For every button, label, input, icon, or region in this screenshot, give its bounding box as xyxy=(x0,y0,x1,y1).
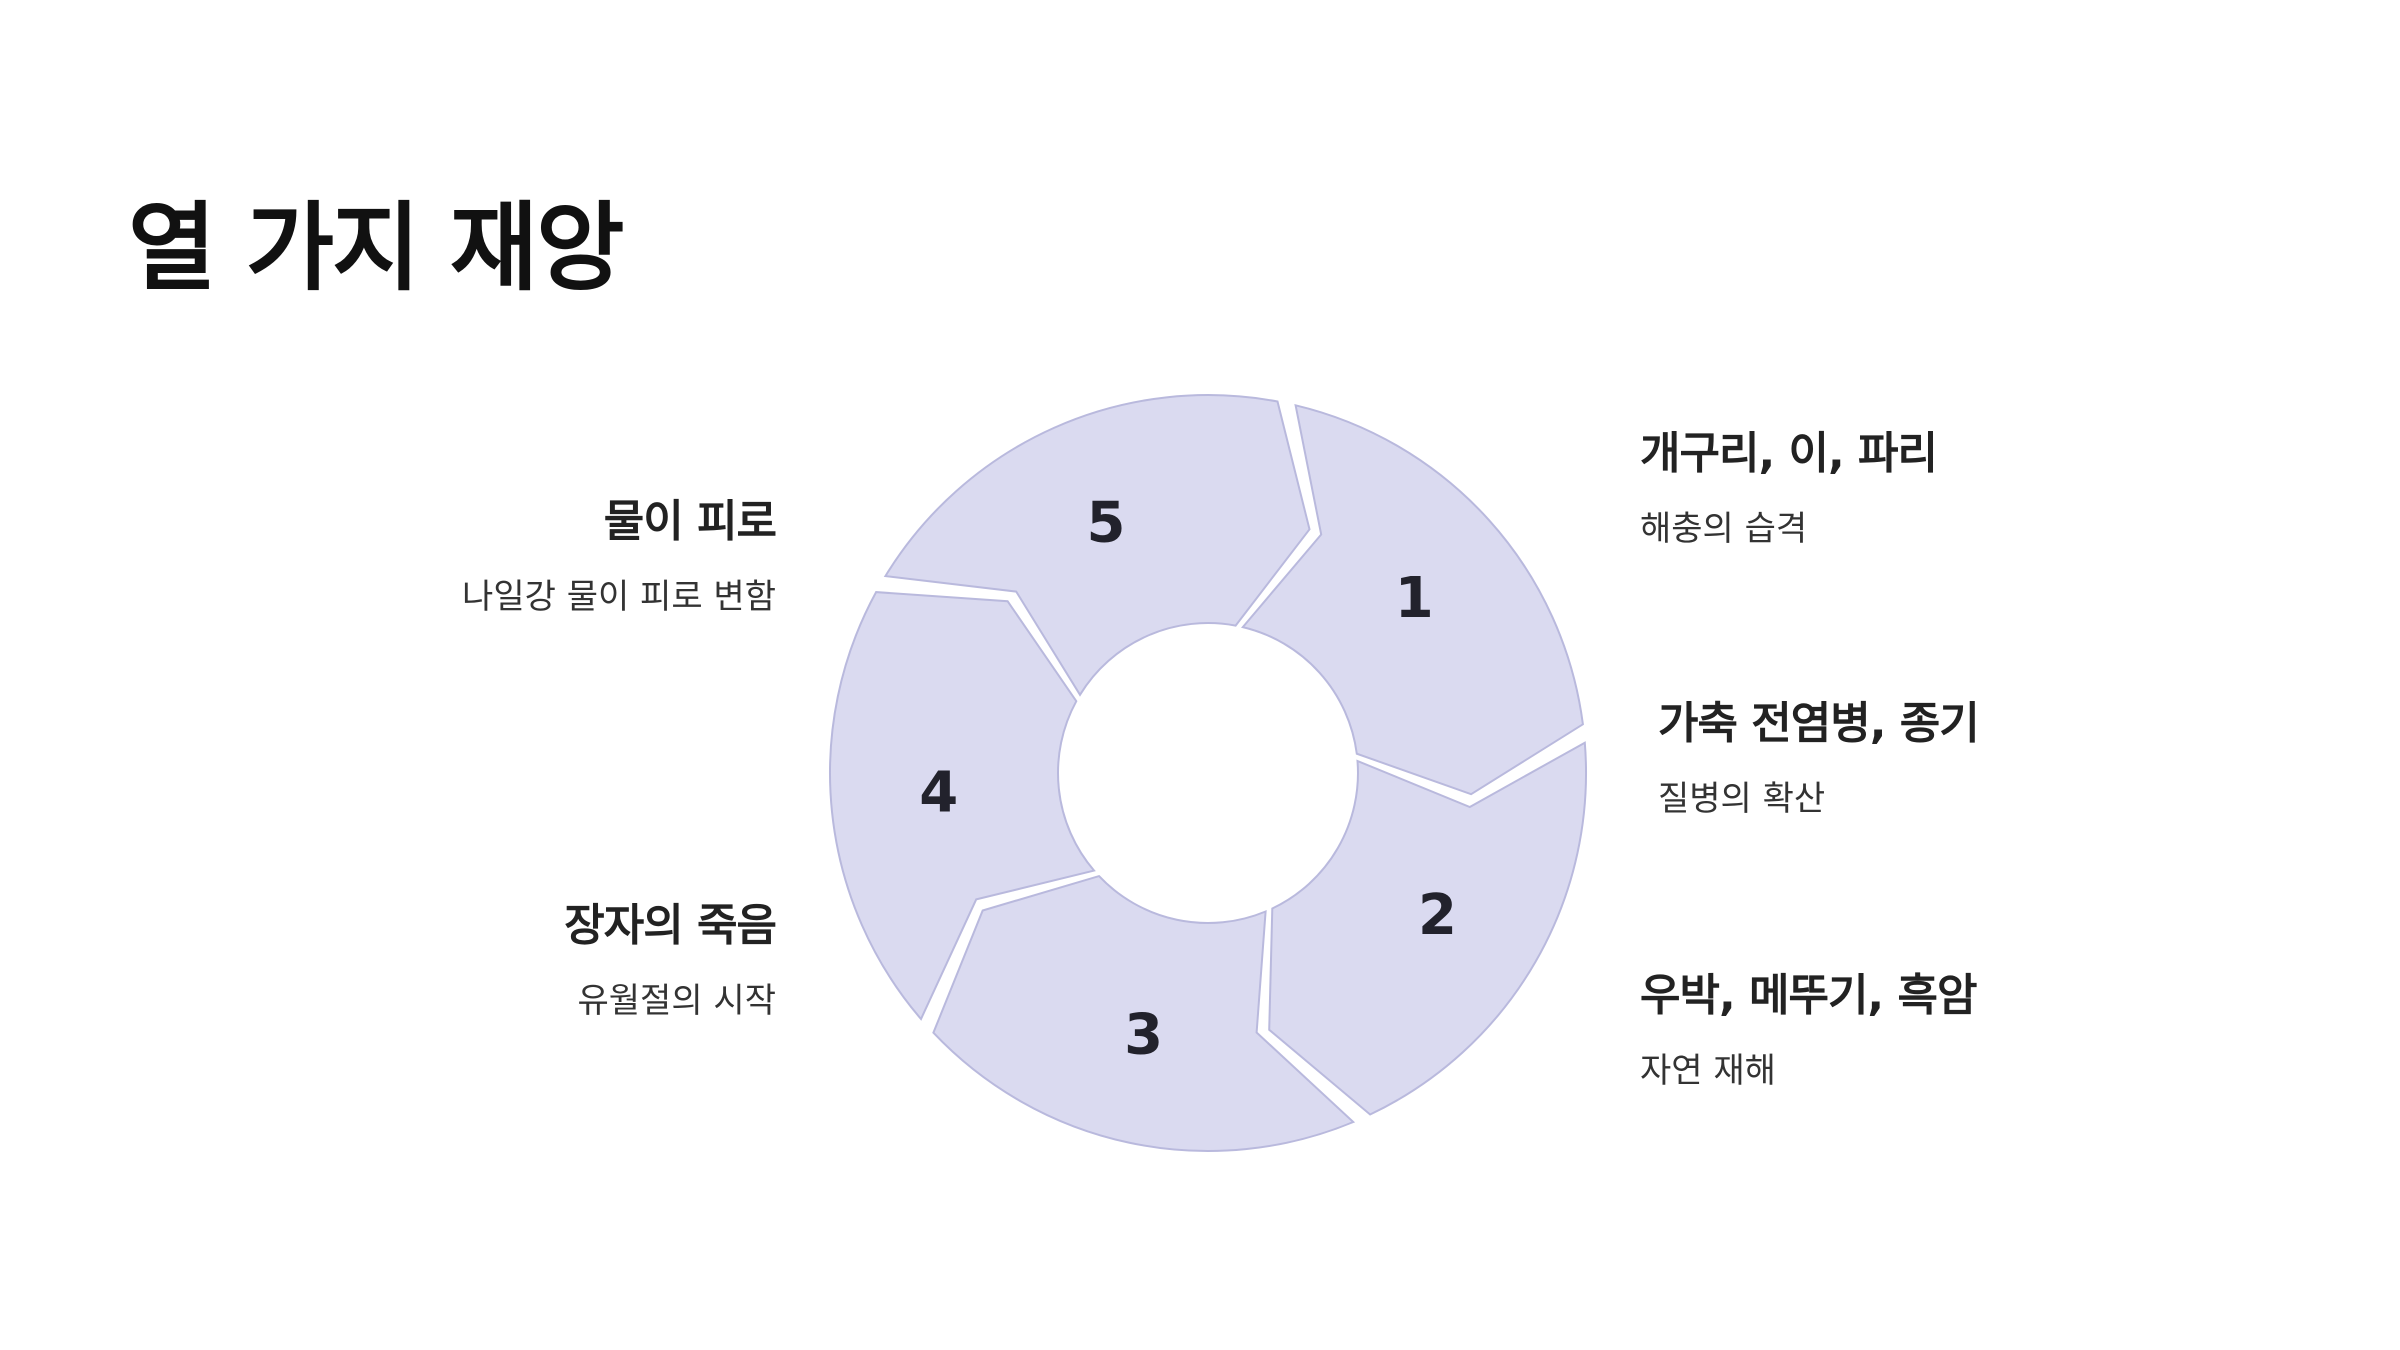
label-item-4-description: 자연 재해 xyxy=(1640,1050,1776,1091)
label-item-3-title: 가축 전염병, 종기 xyxy=(1658,698,1980,749)
label-item-5-description: 유월절의 시작 xyxy=(577,980,777,1021)
label-item-4: 우박, 메뚜기, 흑암 자연 재해 xyxy=(1640,970,2120,1092)
label-item-4-title: 우박, 메뚜기, 흑암 xyxy=(1640,970,1977,1021)
label-item-1: 물이 피로 나일강 물이 피로 변함 xyxy=(296,496,777,618)
label-item-5-title: 장자의 죽음 xyxy=(564,900,777,951)
cycle-segment-5-number: 5 xyxy=(1087,491,1126,556)
label-item-2: 개구리, 이, 파리 해충의 습격 xyxy=(1640,428,2120,550)
cycle-segment-5 xyxy=(883,394,1311,697)
cycle-segment-4-number: 4 xyxy=(919,760,958,825)
label-item-2-title: 개구리, 이, 파리 xyxy=(1640,428,1938,479)
cycle-segment-1 xyxy=(1240,403,1584,796)
label-item-1-description: 나일강 물이 피로 변함 xyxy=(462,576,776,617)
label-item-3-description: 질병의 확산 xyxy=(1658,778,1826,819)
cycle-segment-3 xyxy=(932,874,1356,1152)
cycle-segment-2-number: 2 xyxy=(1418,883,1457,948)
cycle-segment-3-number: 3 xyxy=(1124,1003,1163,1068)
label-item-3: 가축 전염병, 종기 질병의 확산 xyxy=(1658,698,2138,820)
page-title: 열 가지 재앙 xyxy=(128,192,624,304)
cycle-segment-2 xyxy=(1268,741,1588,1116)
cycle-segment-1-number: 1 xyxy=(1395,566,1434,631)
cycle-segment-4 xyxy=(829,591,1096,1021)
label-item-1-title: 물이 피로 xyxy=(603,496,777,547)
label-item-2-description: 해충의 습격 xyxy=(1640,508,1808,549)
label-item-5: 장자의 죽음 유월절의 시작 xyxy=(296,900,777,1022)
